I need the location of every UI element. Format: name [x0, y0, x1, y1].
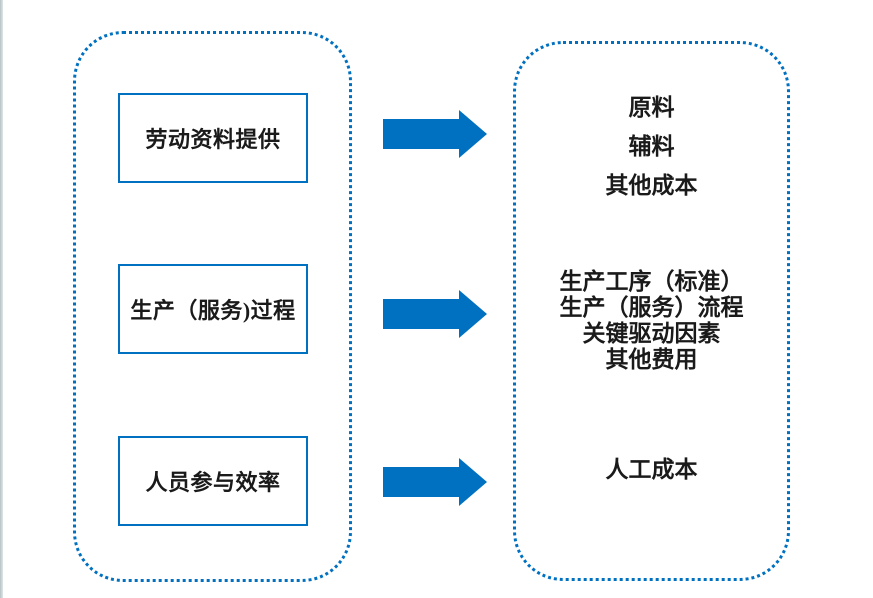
flow-box-production-process: 生产（服务)过程 [118, 264, 308, 354]
inputs-group-container [73, 31, 352, 582]
right-arrow-icon [383, 290, 487, 338]
flow-box-labor-materials: 劳动资料提供 [118, 93, 308, 183]
output-item: 生产工序（标准） [559, 269, 744, 294]
output-item: 生产（服务）流程 [559, 295, 744, 320]
page-edge-shadow [0, 0, 3, 598]
output-item: 人工成本 [605, 457, 698, 482]
flow-box-label: 生产（服务)过程 [130, 298, 296, 323]
right-arrow-icon [383, 110, 487, 158]
flow-box-label: 劳动资料提供 [145, 127, 281, 152]
output-item: 辅料 [628, 134, 675, 159]
outputs-group-container [513, 41, 790, 581]
output-group-process: 生产工序（标准） 生产（服务）流程 关键驱动因素 其他费用 [513, 269, 790, 373]
output-item: 原料 [628, 95, 675, 120]
flow-box-personnel-efficiency: 人员参与效率 [118, 436, 308, 526]
output-item: 关键驱动因素 [582, 321, 721, 346]
flow-box-label: 人员参与效率 [145, 470, 281, 495]
output-group-materials: 原料 辅料 其他成本 [513, 88, 790, 205]
output-group-labor-cost: 人工成本 [513, 455, 790, 485]
output-item: 其他成本 [605, 173, 698, 198]
right-arrow-icon [383, 458, 487, 506]
output-item: 其他费用 [605, 347, 698, 372]
